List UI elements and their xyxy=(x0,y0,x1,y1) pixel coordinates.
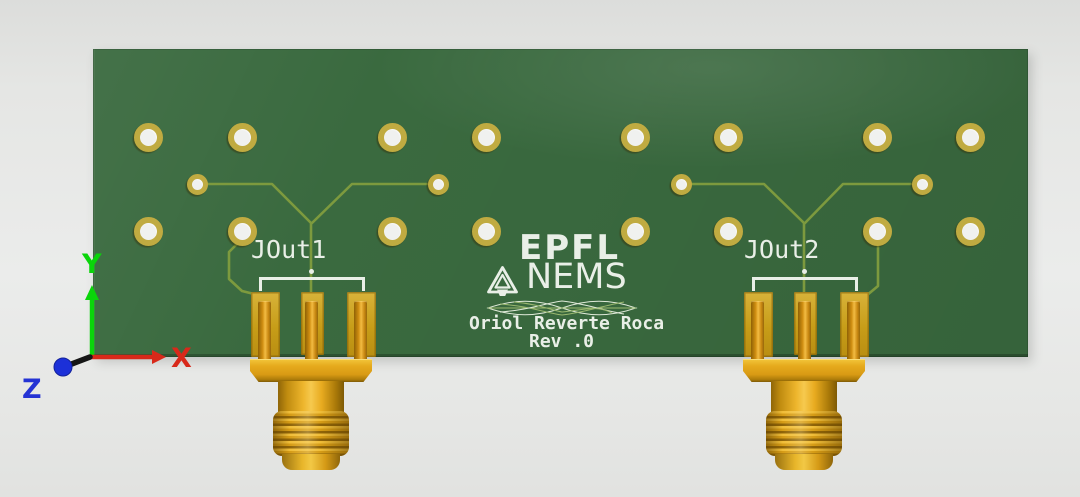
nems-logo-text: NEMS xyxy=(526,257,627,297)
silkscreen-rev-text: Rev .0 xyxy=(529,331,595,352)
connector-flange xyxy=(250,359,372,382)
connector-barrel-tip xyxy=(282,454,340,470)
connector-label: JOut2 xyxy=(744,235,820,264)
z-axis-ball xyxy=(53,357,73,377)
y-axis-label: Y xyxy=(81,249,102,280)
connector-pin-right xyxy=(354,301,367,364)
epfl-logo-text: EPFL xyxy=(519,228,621,268)
silkscreen-author-text: Oriol Reverte Roca xyxy=(469,313,665,334)
connector-label: JOut1 xyxy=(251,235,327,264)
nems-logo-icon xyxy=(487,266,518,296)
connector-pin-left xyxy=(258,301,271,364)
z-axis-label: Z xyxy=(22,374,42,405)
connector-hex-body xyxy=(771,381,837,412)
connector-pin-center xyxy=(798,301,811,364)
connector-pin-left xyxy=(751,301,764,364)
y-axis-arrowhead xyxy=(85,285,99,300)
x-axis-label: X xyxy=(171,343,192,374)
membrane-mesh-graphic xyxy=(486,300,638,316)
axis-gizmo: Y X Z xyxy=(22,249,192,405)
connector-barrel-tip xyxy=(775,454,833,470)
connector-hex-body xyxy=(278,381,344,412)
connector-pin-right xyxy=(847,301,860,364)
connector-silkscreen-outline xyxy=(752,277,858,291)
connector-silkscreen-dot xyxy=(309,269,314,274)
connector-pin-center xyxy=(305,301,318,364)
connector-threaded-barrel xyxy=(766,411,842,456)
z-axis-stub xyxy=(66,354,93,368)
x-axis-arrowhead xyxy=(152,350,166,364)
sma-connector: JOut2 xyxy=(738,237,870,474)
sma-connector: JOut1 xyxy=(245,237,377,474)
connector-threaded-barrel xyxy=(273,411,349,456)
connector-flange xyxy=(743,359,865,382)
connector-silkscreen-dot xyxy=(802,269,807,274)
connector-silkscreen-outline xyxy=(259,277,365,291)
